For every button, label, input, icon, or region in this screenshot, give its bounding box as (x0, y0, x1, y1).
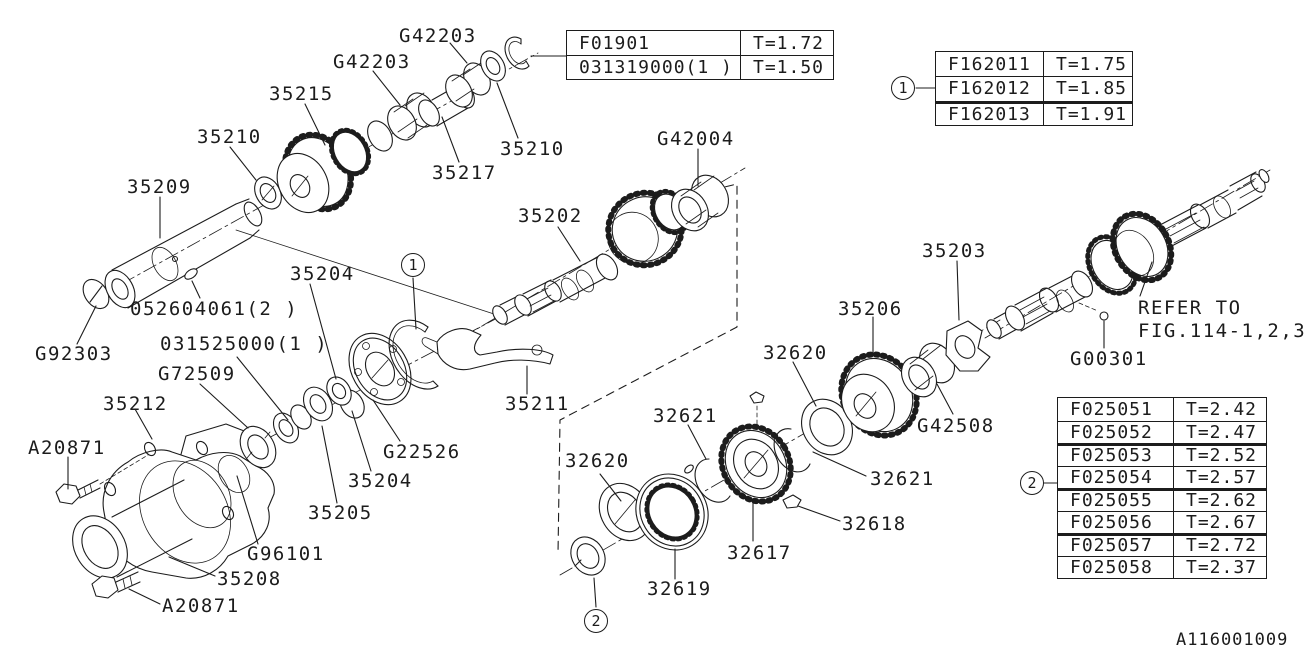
leader-lines (68, 43, 1152, 607)
synchronizer-assembly (564, 321, 990, 581)
diagram-number: A116001009 (1176, 630, 1289, 650)
input-gear-assembly (78, 37, 529, 313)
main-shaft-rear (984, 168, 1271, 341)
detail-boundary (558, 184, 737, 554)
retainer-assembly (56, 320, 438, 598)
main-shaft-front (422, 168, 736, 369)
